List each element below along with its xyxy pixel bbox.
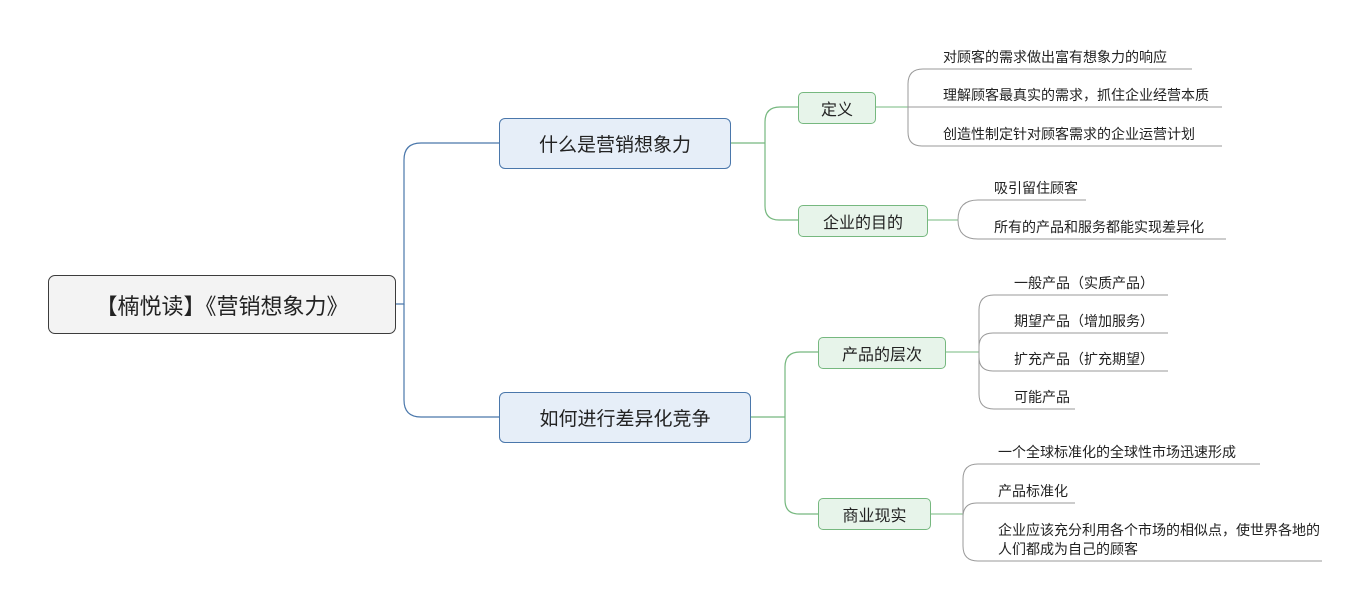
branch-label: 什么是营销想象力	[538, 134, 691, 156]
subtopic-label: 定义	[820, 100, 853, 119]
subtopic-label: 产品的层次	[841, 345, 922, 364]
subtopic-node-purpose[interactable]: 企业的目的	[798, 205, 928, 237]
leaf-item[interactable]: 所有的产品和服务都能实现差异化	[994, 220, 1204, 236]
root-node[interactable]: 【楠悦读】《营销想象力》	[48, 275, 396, 334]
branch-node-what-is[interactable]: 什么是营销想象力	[499, 118, 731, 169]
leaf-item[interactable]: 企业应该充分利用各个市场的相似点，使世界各地的人们都成为自己的顾客	[998, 523, 1320, 558]
branch-label: 如何进行差异化竞争	[539, 408, 711, 430]
subtopic-label: 商业现实	[842, 506, 907, 525]
leaf-item[interactable]: 一个全球标准化的全球性市场迅速形成	[998, 445, 1236, 461]
leaf-item[interactable]: 对顾客的需求做出富有想象力的响应	[943, 50, 1167, 66]
leaf-item[interactable]: 吸引留住顾客	[994, 181, 1078, 197]
subtopic-node-definition[interactable]: 定义	[798, 92, 876, 124]
leaf-item[interactable]: 扩充产品（扩充期望）	[1014, 352, 1154, 368]
leaf-item[interactable]: 一般产品（实质产品）	[1014, 276, 1154, 292]
root-label: 【楠悦读】《营销想象力》	[95, 294, 349, 320]
leaf-item[interactable]: 期望产品（增加服务）	[1014, 314, 1154, 330]
branch-node-how-to[interactable]: 如何进行差异化竞争	[499, 392, 751, 443]
subtopic-node-business-reality[interactable]: 商业现实	[818, 498, 931, 530]
leaf-item[interactable]: 创造性制定针对顾客需求的企业运营计划	[943, 127, 1195, 143]
leaf-item[interactable]: 理解顾客最真实的需求，抓住企业经营本质	[943, 88, 1209, 104]
leaf-item[interactable]: 产品标准化	[998, 484, 1068, 500]
leaf-item[interactable]: 可能产品	[1014, 390, 1070, 406]
subtopic-label: 企业的目的	[822, 213, 903, 232]
subtopic-node-product-levels[interactable]: 产品的层次	[818, 337, 946, 369]
